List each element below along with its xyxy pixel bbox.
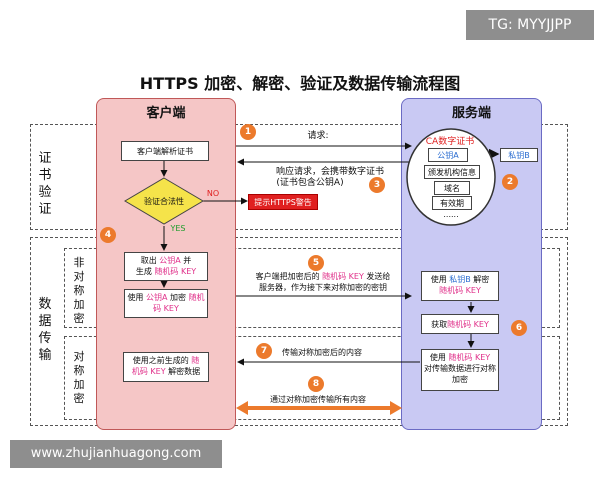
decrypt-key-d: 随机码 KEY xyxy=(439,286,481,295)
step-5-b: 随机码 KEY xyxy=(322,272,364,281)
step-7-badge: 7 xyxy=(256,343,272,359)
step-5-badge: 5 xyxy=(308,255,324,271)
section-cert-box xyxy=(30,124,568,230)
server-title: 服务端 xyxy=(451,106,491,121)
issuer-text: 颁发机构信息 xyxy=(428,167,476,177)
decrypt-data-a: 使用之前生成的 xyxy=(132,356,192,365)
encrypt-data-box: 使用 随机码 KEY 对传输数据进行对称加密 xyxy=(421,349,499,391)
step-8-label: 通过对称加密传输所有内容 xyxy=(270,395,366,404)
validity-label: 验证合法性 xyxy=(144,197,184,206)
step-3-line1: 响应请求，会携带数字证书 xyxy=(275,167,384,177)
get-key-box: 获取 随机码 KEY xyxy=(421,314,499,334)
parse-cert-text: 客户端解析证书 xyxy=(137,146,193,156)
domain-text: 域名 xyxy=(444,183,460,193)
decrypt-data-c: 机码 KEY xyxy=(131,367,166,376)
section-cert-label: 证书验证 xyxy=(38,151,52,217)
decrypt-data-box: 使用之前生成的 随机码 KEY 解密数据 xyxy=(123,352,209,382)
decrypt-key-c: 解密 xyxy=(470,275,490,284)
parse-cert-box: 客户端解析证书 xyxy=(121,141,209,161)
take-pubkey-c: 并 xyxy=(180,256,192,265)
encrypt-key-box: 使用 公钥A 加密 随机码 KEY xyxy=(124,289,208,318)
diagram-title: HTTPS 加密、解密、验证及数据传输流程图 xyxy=(139,74,461,93)
encrypt-data-a: 使用 xyxy=(429,353,449,362)
yes-label: YES xyxy=(170,224,186,233)
decrypt-data-b: 随 xyxy=(191,356,200,365)
take-pubkey-a: 取出 xyxy=(140,256,160,265)
decrypt-key-b: 私钥B xyxy=(449,275,471,284)
decrypt-key-a: 使用 xyxy=(430,275,450,284)
client-title: 客户端 xyxy=(146,106,186,121)
step-7-label: 传输对称加密后的内容 xyxy=(282,348,362,357)
ca-cert-label: CA数字证书 xyxy=(425,137,475,147)
section-data-label: 数据传输 xyxy=(38,297,52,363)
validity-period-box: 有效期 xyxy=(432,196,472,210)
step-1-label: 请求: xyxy=(307,131,329,141)
step-5-a: 客户端把加密后的 xyxy=(255,272,323,281)
step-5-line1: 客户端把加密后的 随机码 KEY 发送给 xyxy=(240,271,406,282)
pubkey-box: 公钥A xyxy=(428,148,468,162)
decrypt-key-box: 使用 私钥B 解密随机码 KEY xyxy=(421,271,499,301)
encrypt-key-b: 公钥A xyxy=(145,293,168,302)
encrypt-key-a: 使用 xyxy=(127,293,146,302)
privkey-text: 私钥B xyxy=(508,150,530,160)
section-asym-label: 非对称加密 xyxy=(73,256,85,325)
step-2-badge: 2 xyxy=(502,174,518,190)
validity-period-text: 有效期 xyxy=(440,198,464,208)
section-asym-box xyxy=(64,248,560,328)
step-5-c: 发送给 xyxy=(363,272,391,281)
get-key-b: 随机码 KEY xyxy=(447,319,489,329)
take-pubkey-b: 公钥A xyxy=(159,256,181,265)
pubkey-text: 公钥A xyxy=(437,150,459,160)
encrypt-data-c: 对传输数据进行对称加密 xyxy=(424,364,496,384)
watermark-bottom: www.zhujianhuagong.com xyxy=(10,440,222,468)
domain-box: 域名 xyxy=(434,181,470,195)
warning-box: 提示HTTPS警告 xyxy=(248,194,318,210)
step-1-badge: 1 xyxy=(240,124,256,140)
section-data-box xyxy=(30,237,568,426)
encrypt-key-c: 加密 xyxy=(167,293,189,302)
step-3-line2: (证书包含公钥A) xyxy=(276,178,344,188)
section-sym-label: 对称加密 xyxy=(73,350,85,405)
watermark-top: TG: MYYJJPP xyxy=(466,10,594,40)
take-pubkey-e: 随机码 KEY xyxy=(154,267,197,276)
step-8-badge: 8 xyxy=(308,376,324,392)
no-label: NO xyxy=(206,189,220,198)
privkey-box: 私钥B xyxy=(500,148,538,162)
decrypt-data-d: 解密数据 xyxy=(165,367,201,376)
take-pubkey-d: 生成 xyxy=(135,267,155,276)
step-5-line2: 服务器，作为接下来对称加密的密钥 xyxy=(259,283,387,292)
take-pubkey-box: 取出 公钥A 并生成 随机码 KEY xyxy=(124,252,208,281)
step-4-badge: 4 xyxy=(100,227,116,243)
step-3-badge: 3 xyxy=(369,177,385,193)
ellipsis-text: ...... xyxy=(443,210,459,219)
step-6-badge: 6 xyxy=(511,320,527,336)
issuer-box: 颁发机构信息 xyxy=(424,165,480,179)
section-sym-box xyxy=(64,336,560,420)
encrypt-data-b: 随机码 KEY xyxy=(448,353,491,362)
get-key-a: 获取 xyxy=(431,319,448,329)
encrypt-key-d: 随机码 KEY xyxy=(153,293,205,313)
warning-text: 提示HTTPS警告 xyxy=(254,197,312,207)
